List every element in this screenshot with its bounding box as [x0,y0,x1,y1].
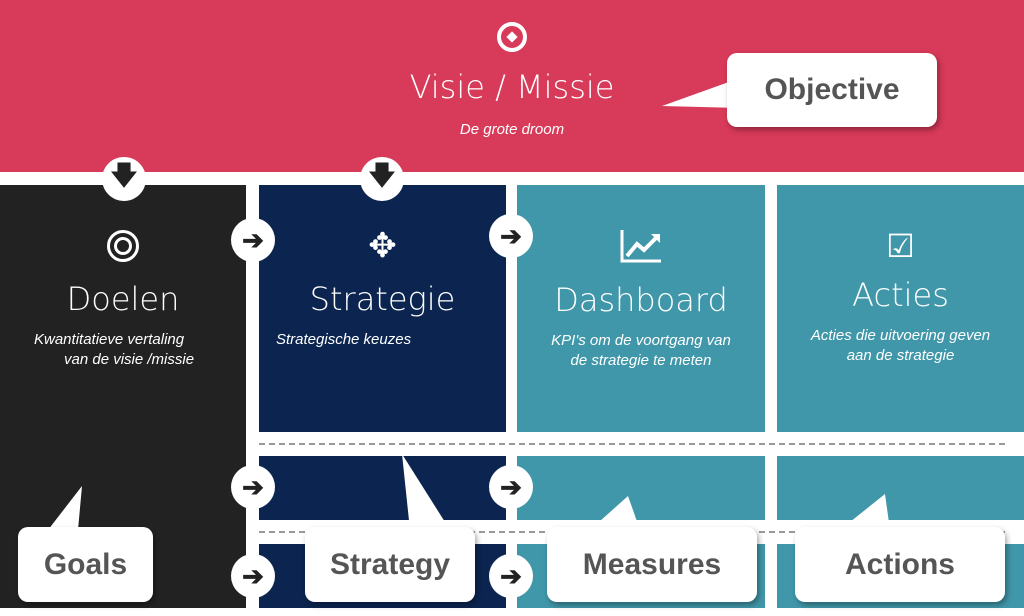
arrow-down-icon: 🡇 [102,157,146,201]
column-title: Dashboard [554,281,728,319]
header-block: Visie / Missie De grote droom [0,22,1024,140]
subtitle-line: KPI's om de voortgang van [551,332,731,349]
line-chart-icon [620,230,661,263]
arrow-right-icon: ➔ [231,218,275,262]
acties-content: ☑ Acties Acties die uitvoering geven aan … [777,228,1024,366]
callout-actions: Actions [795,527,1005,602]
callout-measures: Measures [547,527,757,602]
column-title: Acties [852,276,949,314]
subtitle-line: Kwantitatieve vertaling [34,331,185,348]
arrow-right-icon: ➔ [489,214,533,258]
move-arrows-icon: ✥ [368,227,397,265]
column-title: Strategie [309,280,456,318]
dashboard-row-2 [517,456,765,520]
header-title: Visie / Missie [409,68,615,106]
column-strategie [259,185,506,432]
column-title: Doelen [66,280,180,318]
arrow-right-icon: ➔ [231,465,275,509]
column-dashboard [517,185,765,432]
arrow-down-icon: 🡇 [360,157,404,201]
arrow-right-icon: ➔ [489,465,533,509]
dashboard-content: Dashboard KPI's om de voortgang van de st… [517,228,765,371]
acties-row-2 [777,456,1024,520]
arrow-right-icon: ➔ [231,554,275,598]
divider [259,443,1005,445]
subtitle-line: Acties die uitvoering geven [810,327,991,344]
column-subtitle: KPI's om de voortgang van de strategie te… [517,331,765,371]
callout-objective: Objective [727,53,937,127]
target-icon [107,230,139,262]
arrow-right-icon: ➔ [489,554,533,598]
header-subtitle: De grote droom [459,121,565,138]
strategy-row-2 [259,456,506,520]
doelen-content: Doelen Kwantitatieve vertaling van de vis… [0,230,246,370]
checkbox-icon: ☑ [886,228,915,264]
column-subtitle: Acties die uitvoering geven aan de strate… [777,326,1024,366]
strategie-content: ✥ Strategie Strategische keuzes [259,226,506,350]
subtitle-line: aan de strategie [846,347,955,364]
subtitle-line: de strategie te meten [570,352,712,369]
compass-icon [497,22,527,52]
column-subtitle: Kwantitatieve vertaling van de visie /mis… [0,330,246,370]
callout-goals: Goals [18,527,153,602]
column-subtitle: Strategische keuzes [276,331,412,348]
callout-strategy: Strategy [305,527,475,602]
column-acties [777,185,1024,432]
subtitle-line: van de visie /missie [64,351,195,368]
